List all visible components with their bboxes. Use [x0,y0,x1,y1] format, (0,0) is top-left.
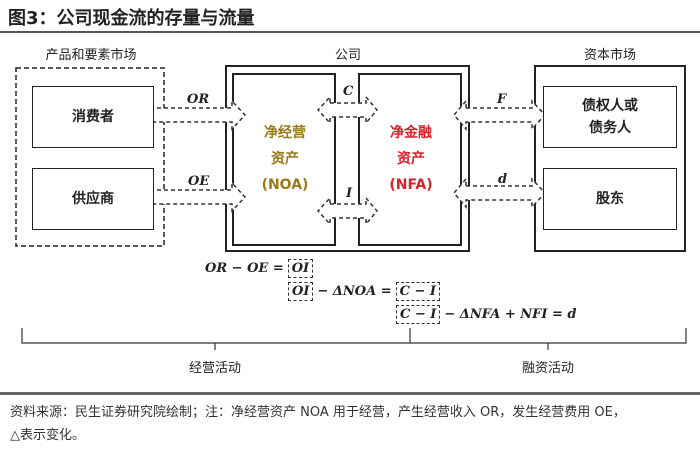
equation-2: OI − ΔNOA = C − I [288,281,440,301]
diagram-lines [15,65,687,350]
i-arrow [316,195,378,227]
label-capital-market: 资本市场 [583,48,636,63]
nfa-line2: 资产 [397,151,425,167]
flow-d: d [498,172,508,187]
flow-oe: OE [188,174,210,189]
eq2-oi: OI [288,281,314,301]
noa-label: 净经营 资产 (NOA) [236,120,334,198]
equation-1: OR − OE = OI [201,258,314,278]
flow-f: F [497,92,507,107]
footnote-divider [0,392,700,395]
or-arrow [149,99,247,131]
shareholder-box: 股东 [543,168,677,230]
eq1-left: OR − OE = [205,260,284,276]
nfa-line3: (NFA) [389,177,433,193]
nfa-frame [358,73,462,246]
nfa-line1: 净金融 [390,125,432,141]
noa-line1: 净经营 [264,125,306,141]
label-company: 公司 [334,48,361,63]
capital-market-frame [534,65,686,252]
c-arrow [316,94,378,126]
flow-c: C [343,84,354,99]
eq3-right: − ΔNFA + NFI = d [444,306,577,322]
d-arrow [453,176,547,210]
eq1-oi: OI [287,258,314,278]
footnote-line1: 资料来源：民生证券研究院绘制；注：净经营资产 NOA 用于经营，产生经营收入 O… [10,405,626,420]
figure-title: 图3：公司现金流的存量与流量 [8,8,255,29]
product-market-frame [15,67,165,247]
f-arrow [453,98,547,132]
flow-i: I [346,186,353,201]
activity-bracket [21,328,687,344]
flow-or: OR [187,92,210,107]
consumer-box: 消费者 [32,86,154,148]
title-divider [0,31,700,33]
noa-frame [232,73,336,246]
noa-line3: (NOA) [261,177,309,193]
eq3-c-i: C − I [396,304,441,324]
eq2-c-i: C − I [395,281,440,301]
noa-line2: 资产 [271,151,299,167]
creditor-debtor-box: 债权人或 债务人 [543,86,677,148]
eq2-mid: − ΔNOA = [317,283,392,299]
company-frame [225,65,470,252]
footnote-line2: △表示变化。 [10,428,85,443]
equation-3: C − I − ΔNFA + NFI = d [396,304,581,324]
financing-activities: 融资活动 [521,361,574,376]
label-product-market: 产品和要素市场 [45,48,137,63]
oe-arrow [149,181,247,213]
nfa-label: 净金融 资产 (NFA) [362,120,460,198]
supplier-box: 供应商 [32,168,154,230]
operating-activities: 经营活动 [188,361,241,376]
